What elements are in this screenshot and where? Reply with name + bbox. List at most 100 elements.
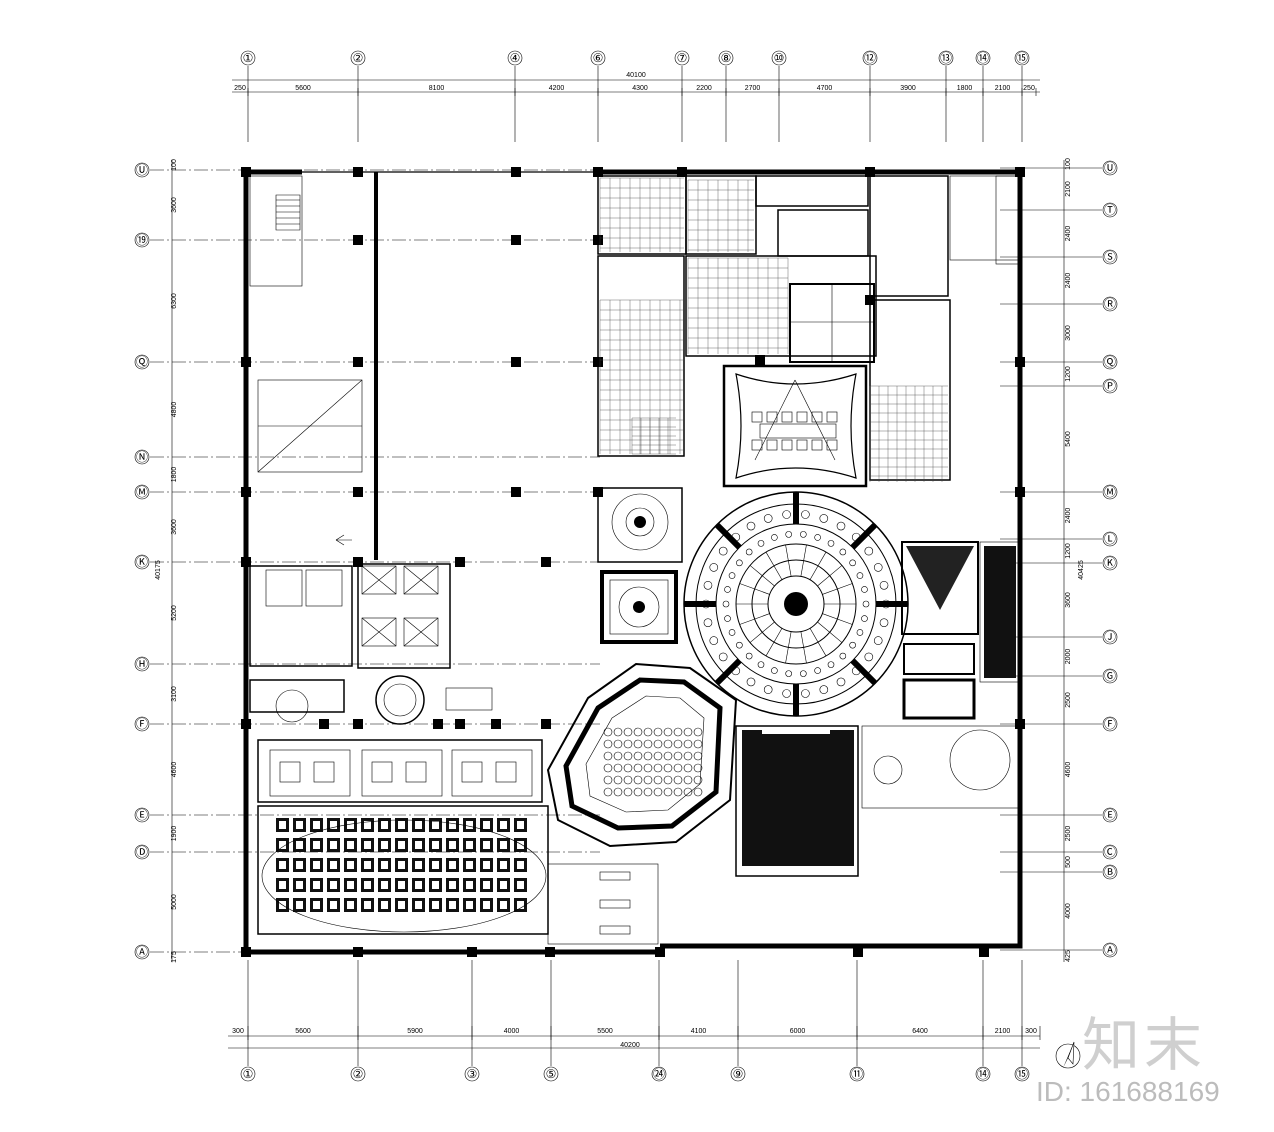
column	[353, 947, 363, 957]
column	[655, 947, 665, 957]
bottom-axis-4: ㉔	[653, 1067, 665, 1081]
right-dim-7: 2400	[1065, 508, 1072, 524]
right-dim-10: 2000	[1065, 649, 1072, 665]
column	[1015, 357, 1025, 367]
bottom-axis-2: ③	[467, 1067, 478, 1081]
bottom-axis-8: ⑮	[1016, 1067, 1028, 1081]
bottom-dim-8: 2100	[995, 1028, 1011, 1035]
bottom-axis-5: ⑨	[733, 1067, 744, 1081]
column	[353, 487, 363, 497]
column	[593, 167, 603, 177]
bottom-axis-7: ⑭	[977, 1067, 989, 1081]
top-dim-6: 2700	[745, 85, 761, 92]
left-dim-1: 3600	[171, 197, 178, 213]
conference-room	[722, 364, 868, 488]
left-axis-8: Ⓔ	[136, 808, 148, 822]
column	[511, 357, 521, 367]
top-axis-0: ①	[243, 51, 254, 65]
bottom-dim-1: 5600	[295, 1028, 311, 1035]
right-axis-13: Ⓒ	[1104, 845, 1116, 859]
column	[541, 719, 551, 729]
bottom-dim-3: 4000	[504, 1028, 520, 1035]
bottom-axis-0: ①	[243, 1067, 254, 1081]
right-axis-2: Ⓢ	[1104, 250, 1116, 264]
bottom-total-dimension: 40200	[620, 1042, 640, 1049]
left-axis-0: Ⓤ	[136, 163, 148, 177]
column	[241, 719, 251, 729]
top-axis-2: ④	[510, 51, 521, 65]
top-axis-9: ⑭	[977, 51, 989, 65]
left-axis-10: Ⓐ	[136, 945, 148, 959]
right-dim-2: 2400	[1065, 226, 1072, 242]
right-dim-15: 4000	[1065, 903, 1072, 919]
column	[455, 557, 465, 567]
right-axis-11: Ⓕ	[1104, 717, 1116, 731]
bottom-axis-1: ②	[353, 1067, 364, 1081]
column	[241, 357, 251, 367]
right-dim-16: 425	[1065, 950, 1072, 962]
left-axis-4: Ⓜ	[136, 485, 148, 499]
column	[1015, 719, 1025, 729]
right-dim-13: 2500	[1065, 826, 1072, 842]
column	[241, 487, 251, 497]
right-dim-9: 3600	[1065, 592, 1072, 608]
left-dim-3: 4800	[171, 402, 178, 418]
right-dimension-chain: 1002100240024003000120054002400120036002…	[1063, 158, 1072, 962]
column	[1015, 167, 1025, 177]
left-dim-0: 100	[171, 159, 178, 171]
structural-columns	[241, 167, 1025, 957]
column	[241, 557, 251, 567]
right-axis-6: Ⓜ	[1104, 485, 1116, 499]
top-axis-6: ⑩	[774, 51, 785, 65]
bottom-dim-4: 5500	[597, 1028, 613, 1035]
left-axis-3: Ⓝ	[136, 450, 148, 464]
left-total-dimension: 40175	[155, 560, 162, 580]
column	[319, 719, 329, 729]
top-dim-0: 250	[234, 85, 246, 92]
right-dim-12: 4600	[1065, 762, 1072, 778]
top-dim-7: 4700	[817, 85, 833, 92]
column	[511, 167, 521, 177]
left-dim-11: 175	[171, 951, 178, 963]
floor-tile-pattern	[599, 177, 948, 482]
column	[511, 235, 521, 245]
column	[353, 557, 363, 567]
top-axis-1: ②	[353, 51, 364, 65]
left-dim-2: 6300	[171, 293, 178, 309]
top-dim-5: 2200	[696, 85, 712, 92]
right-axis-1: Ⓣ	[1104, 203, 1116, 217]
top-dim-8: 3900	[900, 85, 916, 92]
left-dim-8: 4600	[171, 762, 178, 778]
bottom-dim-2: 5900	[407, 1028, 423, 1035]
top-total-dimension: 40100	[626, 72, 646, 79]
column	[353, 357, 363, 367]
top-dim-10: 2100	[995, 85, 1011, 92]
right-axis-5: Ⓟ	[1104, 379, 1116, 393]
column	[491, 719, 501, 729]
top-axis-10: ⑮	[1016, 51, 1028, 65]
right-dim-0: 100	[1065, 158, 1072, 170]
top-axis-3: ⑥	[593, 51, 604, 65]
right-axis-12: Ⓔ	[1104, 808, 1116, 822]
top-axis-4: ⑦	[677, 51, 688, 65]
ornamental-vestibules	[597, 487, 683, 644]
column	[541, 557, 551, 567]
left-axis-1: ⑲	[136, 233, 148, 247]
column	[511, 487, 521, 497]
watermark-id: ID: 161688169	[1036, 1076, 1220, 1107]
column	[455, 719, 465, 729]
column	[755, 355, 765, 365]
right-dim-5: 1200	[1065, 366, 1072, 382]
right-axis-7: Ⓛ	[1104, 532, 1116, 546]
open-hall-area	[249, 175, 363, 546]
top-dim-11: 250	[1023, 85, 1035, 92]
bottom-axis-3: ⑤	[546, 1067, 557, 1081]
bottom-dim-6: 6000	[790, 1028, 806, 1035]
column	[865, 167, 875, 177]
right-axis-4: Ⓠ	[1104, 355, 1116, 369]
bottom-axis-6: ⑪	[851, 1067, 863, 1081]
stage-dark-area	[735, 725, 859, 877]
